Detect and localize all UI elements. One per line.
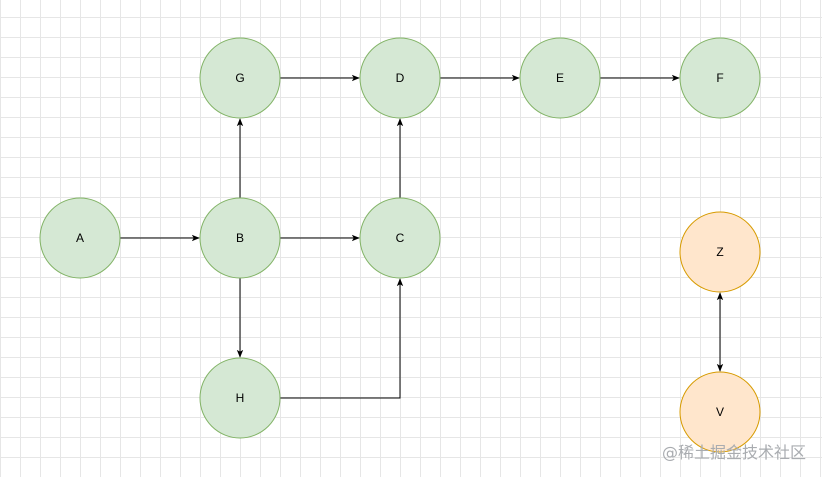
node-circle-v [679,371,761,453]
node-z[interactable]: Z [679,211,761,293]
edges-layer [120,74,724,399]
node-circle-z [679,211,761,293]
node-f[interactable]: F [679,37,761,119]
node-d[interactable]: D [359,37,441,119]
node-h[interactable]: H [199,357,281,439]
node-circle-g [199,37,281,119]
node-label-e: E [556,71,564,85]
node-circle-a [39,197,121,279]
node-label-b: B [236,231,244,245]
node-circle-c [359,197,441,279]
node-label-z: Z [716,245,723,259]
node-circle-d [359,37,441,119]
nodes-layer: G D E F A B C H Z V [39,37,761,453]
node-label-d: D [396,71,405,85]
watermark-text: @稀土掘金技术社区 [661,443,806,462]
edge-h-c [280,278,404,399]
node-label-h: H [236,391,245,405]
node-v[interactable]: V [679,371,761,453]
node-circle-h [199,357,281,439]
node-a[interactable]: A [39,197,121,279]
node-e[interactable]: E [519,37,601,119]
node-label-v: V [716,405,724,419]
node-label-a: A [76,231,84,245]
node-circle-b [199,197,281,279]
node-circle-f [679,37,761,119]
node-label-c: C [396,231,405,245]
node-c[interactable]: C [359,197,441,279]
node-label-f: F [716,71,723,85]
node-label-g: G [235,71,244,85]
node-b[interactable]: B [199,197,281,279]
node-g[interactable]: G [199,37,281,119]
node-circle-e [519,37,601,119]
